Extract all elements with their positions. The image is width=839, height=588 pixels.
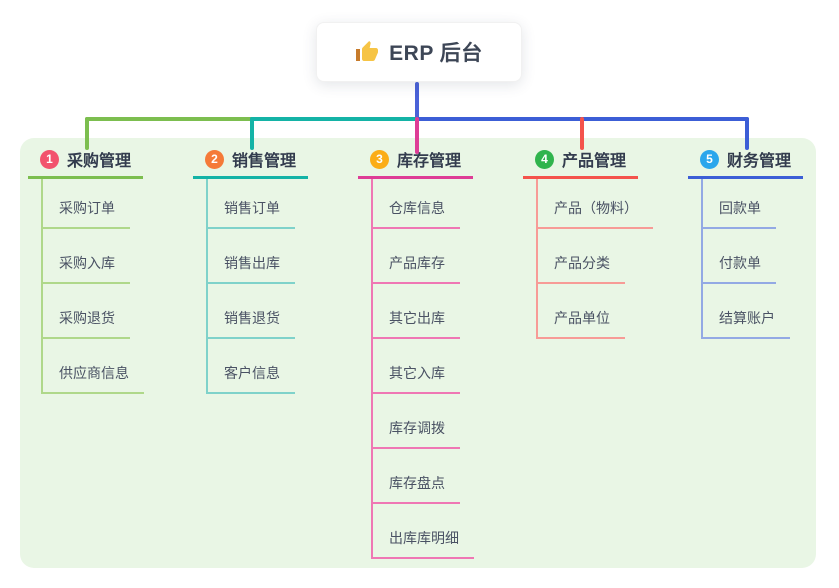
mindmap-item-label: 出库库明细 bbox=[373, 528, 474, 559]
branch-label: 财务管理 bbox=[727, 153, 792, 170]
branch-number-badge: 3 bbox=[370, 149, 389, 169]
branch-title[interactable]: 2 销售管理 bbox=[193, 148, 308, 179]
connector-line bbox=[85, 117, 254, 121]
mindmap-item-label: 产品（物料） bbox=[538, 198, 653, 229]
mindmap-item-label: 仓库信息 bbox=[373, 198, 460, 229]
branch-title[interactable]: 3 库存管理 bbox=[358, 148, 473, 179]
connector-line bbox=[250, 117, 254, 150]
mindmap-item[interactable]: 库存调拨 bbox=[373, 394, 473, 449]
root-node[interactable]: ERP 后台 bbox=[316, 22, 522, 82]
thumbs-up-icon bbox=[355, 40, 379, 64]
mindmap-item-label: 回款单 bbox=[703, 198, 776, 229]
mindmap-item[interactable]: 供应商信息 bbox=[43, 339, 144, 394]
mindmap-item[interactable]: 销售出库 bbox=[208, 229, 308, 284]
branch-items: 销售订单销售出库销售退货客户信息 bbox=[206, 179, 308, 394]
mindmap-item[interactable]: 付款单 bbox=[703, 229, 803, 284]
mindmap-item-label: 库存调拨 bbox=[373, 418, 460, 449]
branches-panel bbox=[20, 138, 816, 568]
mindmap-item-label: 采购订单 bbox=[43, 198, 130, 229]
branch-number-badge: 2 bbox=[205, 149, 224, 169]
mindmap-item-label: 产品库存 bbox=[373, 253, 460, 284]
mindmap-item-label: 其它出库 bbox=[373, 308, 460, 339]
mindmap-item[interactable]: 采购订单 bbox=[43, 179, 143, 229]
mindmap-item-label: 销售订单 bbox=[208, 198, 295, 229]
mindmap-item-label: 产品单位 bbox=[538, 308, 625, 339]
root-node-label: ERP 后台 bbox=[389, 42, 483, 65]
mindmap-item[interactable]: 采购入库 bbox=[43, 229, 143, 284]
mindmap-item-label: 结算账户 bbox=[703, 308, 790, 339]
mindmap-item[interactable]: 产品单位 bbox=[538, 284, 638, 339]
mindmap-item[interactable]: 其它入库 bbox=[373, 339, 473, 394]
branch-title[interactable]: 4 产品管理 bbox=[523, 148, 638, 179]
mindmap-item-label: 采购退货 bbox=[43, 308, 130, 339]
mindmap-item[interactable]: 客户信息 bbox=[208, 339, 308, 394]
mindmap-item-label: 产品分类 bbox=[538, 253, 625, 284]
branch-title[interactable]: 1 采购管理 bbox=[28, 148, 143, 179]
branch-number-badge: 5 bbox=[700, 149, 719, 169]
mindmap-item-label: 销售退货 bbox=[208, 308, 295, 339]
branch-inventory: 3 库存管理 仓库信息产品库存其它出库其它入库库存调拨库存盘点出库库明细 bbox=[358, 148, 474, 559]
branch-items: 采购订单采购入库采购退货供应商信息 bbox=[41, 179, 144, 394]
mindmap-item-label: 付款单 bbox=[703, 253, 776, 284]
branch-number-badge: 1 bbox=[40, 149, 59, 169]
mindmap-item[interactable]: 销售退货 bbox=[208, 284, 308, 339]
connector-line bbox=[250, 117, 419, 121]
connector-line bbox=[415, 82, 419, 120]
mindmap-item[interactable]: 库存盘点 bbox=[373, 449, 473, 504]
mindmap-item[interactable]: 结算账户 bbox=[703, 284, 803, 339]
branch-label: 产品管理 bbox=[562, 153, 627, 170]
connector-line bbox=[580, 117, 584, 150]
branch-items: 回款单付款单结算账户 bbox=[701, 179, 803, 339]
branch-number-badge: 4 bbox=[535, 149, 554, 169]
mindmap-item[interactable]: 仓库信息 bbox=[373, 179, 473, 229]
branch-product: 4 产品管理 产品（物料） 产品分类产品单位 bbox=[523, 148, 653, 339]
branch-sales: 2 销售管理 销售订单销售出库销售退货客户信息 bbox=[193, 148, 308, 394]
branch-title[interactable]: 5 财务管理 bbox=[688, 148, 803, 179]
mindmap-item-label: 采购入库 bbox=[43, 253, 130, 284]
connector-line bbox=[745, 117, 749, 150]
connector-line bbox=[85, 117, 89, 150]
connector-line bbox=[415, 117, 419, 154]
mindmap-item[interactable]: 销售订单 bbox=[208, 179, 308, 229]
branch-procurement: 1 采购管理 采购订单采购入库采购退货供应商信息 bbox=[28, 148, 144, 394]
mindmap-item[interactable]: 出库库明细 bbox=[373, 504, 474, 559]
mindmap-item-label: 客户信息 bbox=[208, 363, 295, 394]
mindmap-item-label: 销售出库 bbox=[208, 253, 295, 284]
branch-label: 销售管理 bbox=[232, 153, 297, 170]
branch-label: 库存管理 bbox=[397, 153, 462, 170]
mindmap-item[interactable]: 回款单 bbox=[703, 179, 803, 229]
mindmap-item[interactable]: 其它出库 bbox=[373, 284, 473, 339]
branch-label: 采购管理 bbox=[67, 153, 132, 170]
branch-items: 仓库信息产品库存其它出库其它入库库存调拨库存盘点出库库明细 bbox=[371, 179, 474, 559]
mindmap-item-label: 其它入库 bbox=[373, 363, 460, 394]
mindmap-item-label: 供应商信息 bbox=[43, 363, 144, 394]
branch-items: 产品（物料） 产品分类产品单位 bbox=[536, 179, 653, 339]
mindmap-item[interactable]: 产品（物料） bbox=[538, 179, 653, 229]
mindmap-item[interactable]: 产品库存 bbox=[373, 229, 473, 284]
mindmap-item-label: 库存盘点 bbox=[373, 473, 460, 504]
mindmap-item[interactable]: 产品分类 bbox=[538, 229, 638, 284]
mindmap-item[interactable]: 采购退货 bbox=[43, 284, 143, 339]
branch-finance: 5 财务管理 回款单付款单结算账户 bbox=[688, 148, 803, 339]
